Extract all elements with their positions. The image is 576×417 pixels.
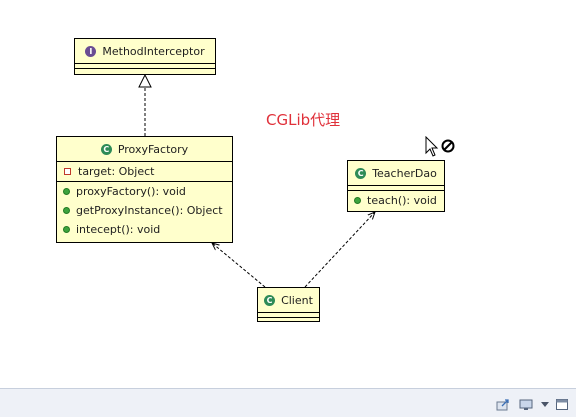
status-bar: [0, 388, 576, 417]
public-method-icon: [354, 197, 361, 204]
class-box-methodinterceptor[interactable]: I MethodInterceptor: [74, 38, 216, 75]
method-row[interactable]: proxyFactory(): void: [57, 182, 232, 201]
interface-icon: I: [85, 45, 97, 57]
export-icon[interactable]: [496, 399, 510, 411]
diagram-canvas: I MethodInterceptor C ProxyFactory targe…: [56, 38, 576, 322]
relation-layer: [138, 73, 576, 288]
operations-section: [75, 69, 215, 73]
attributes-section: [348, 186, 444, 191]
class-icon: C: [100, 143, 112, 155]
public-method-icon: [63, 207, 70, 214]
class-box-proxyfactory[interactable]: C ProxyFactory target: Object proxyFacto…: [56, 136, 233, 243]
class-icon: C: [355, 167, 367, 179]
dependency-edge-client-proxyfactory[interactable]: [212, 243, 266, 288]
method-text: getProxyInstance(): Object: [76, 204, 223, 217]
dropdown-icon[interactable]: [541, 402, 549, 414]
method-row[interactable]: intecept(): void: [57, 220, 232, 239]
realization-arrowhead: [138, 73, 152, 88]
class-name: MethodInterceptor: [102, 44, 205, 58]
field-row[interactable]: target: Object: [57, 162, 232, 181]
method-text: teach(): void: [367, 194, 437, 207]
operations-section: teach(): void: [348, 191, 444, 210]
class-box-client[interactable]: C Client: [257, 287, 320, 322]
class-name: TeacherDao: [372, 166, 437, 180]
dependency-edge-client-teacherdao[interactable]: [304, 212, 375, 288]
attributes-section: target: Object: [57, 162, 232, 182]
method-text: proxyFactory(): void: [76, 185, 186, 198]
field-text: target: Object: [78, 165, 155, 178]
class-header: C TeacherDao: [348, 161, 444, 186]
class-header: I MethodInterceptor: [75, 39, 215, 64]
class-name: ProxyFactory: [117, 142, 189, 156]
method-row[interactable]: getProxyInstance(): Object: [57, 201, 232, 220]
method-row[interactable]: teach(): void: [348, 191, 444, 210]
window-icon[interactable]: [556, 399, 568, 411]
class-header: C Client: [258, 288, 319, 313]
attributes-section: [75, 64, 215, 69]
monitor-icon[interactable]: [519, 399, 533, 411]
attributes-section: [258, 313, 319, 318]
arrow-cursor-icon: [425, 136, 439, 157]
not-allowed-icon: [441, 139, 455, 153]
public-method-icon: [63, 188, 70, 195]
class-header: C ProxyFactory: [57, 137, 232, 162]
class-box-teacherdao[interactable]: C TeacherDao teach(): void: [347, 160, 445, 212]
private-field-icon: [64, 168, 71, 175]
class-name: Client: [281, 293, 313, 307]
method-text: intecept(): void: [76, 223, 161, 236]
diagram-caption: CGLib代理: [266, 111, 341, 129]
public-method-icon: [63, 226, 70, 233]
operations-section: proxyFactory(): void getProxyInstance():…: [57, 182, 232, 239]
class-icon: C: [264, 294, 276, 306]
operations-section: [258, 318, 319, 322]
